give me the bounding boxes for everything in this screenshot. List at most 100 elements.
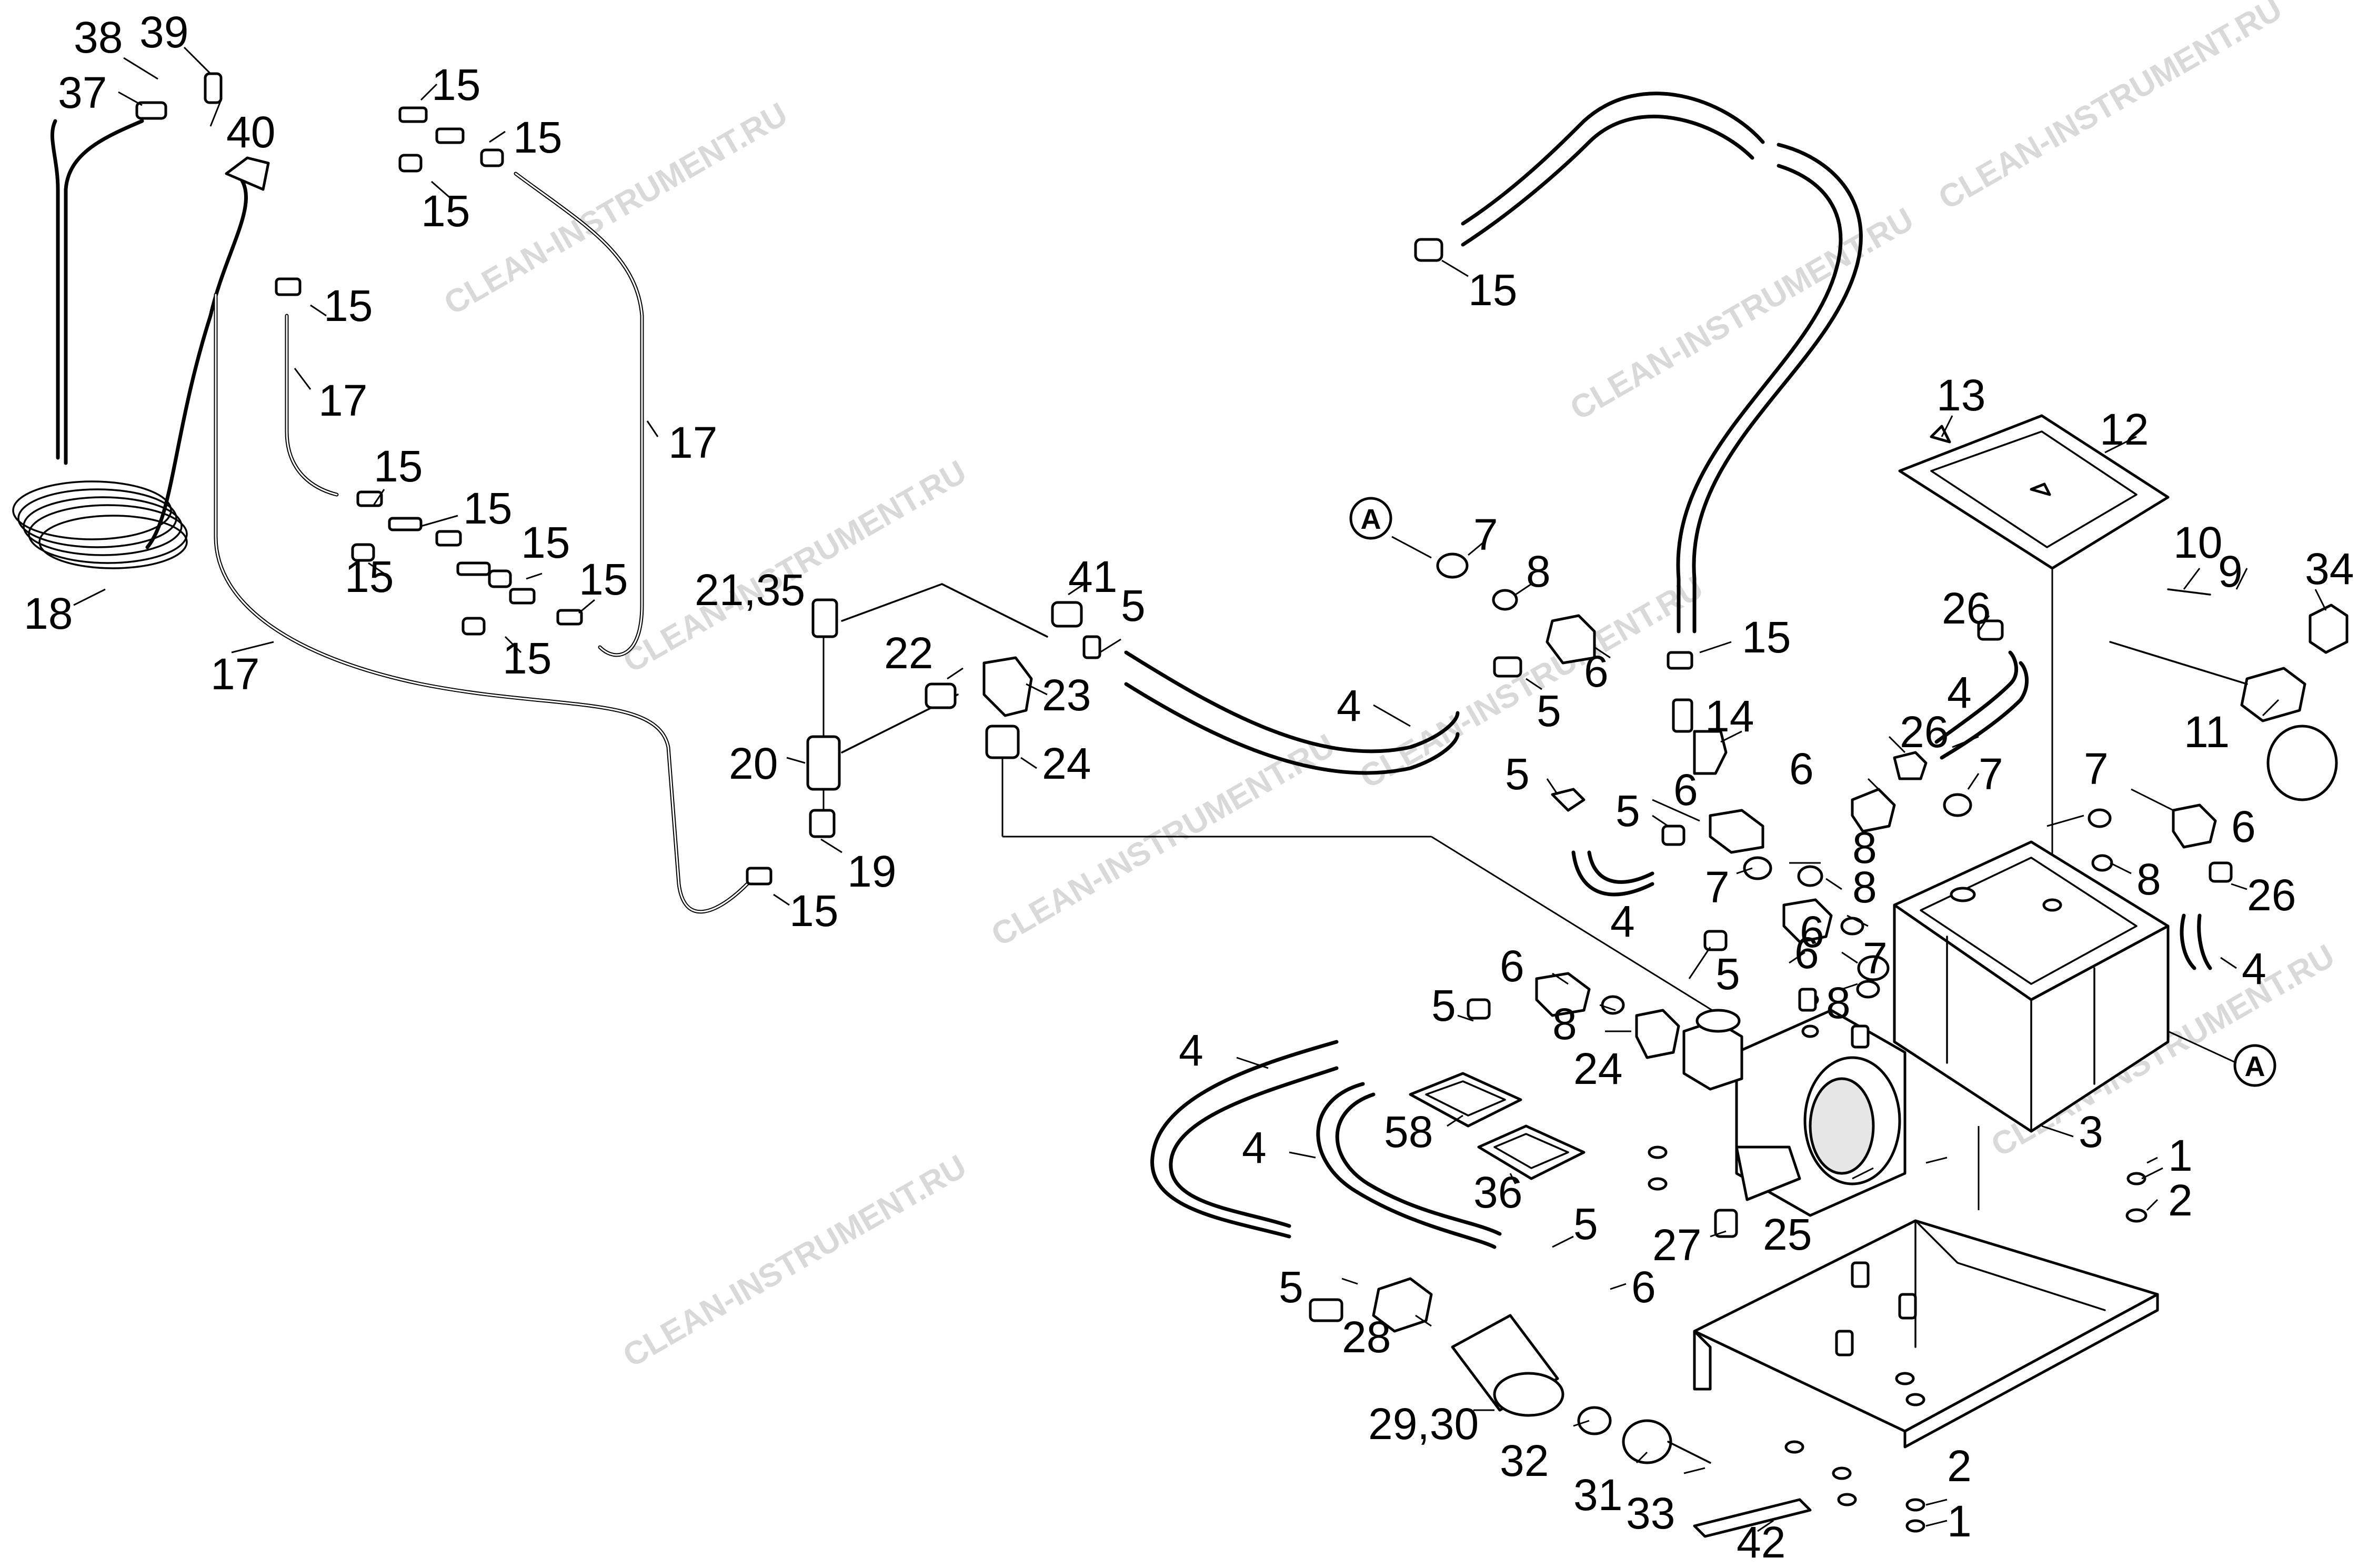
callout-17: 17 bbox=[668, 418, 717, 467]
callout-38: 38 bbox=[74, 13, 123, 62]
callout-15: 15 bbox=[432, 60, 480, 109]
marker-label: A bbox=[2245, 1051, 2265, 1082]
callout-4: 4 bbox=[1610, 897, 1635, 946]
callout-24: 24 bbox=[1573, 1044, 1622, 1093]
callout-13: 13 bbox=[1936, 370, 1985, 420]
callout-8: 8 bbox=[1826, 978, 1851, 1028]
callout-7: 7 bbox=[1863, 933, 1888, 983]
callout-15: 15 bbox=[421, 186, 470, 236]
callout-6: 6 bbox=[1800, 907, 1824, 957]
fittings-right bbox=[1467, 619, 2233, 1059]
callout-18: 18 bbox=[24, 589, 73, 638]
callout-17: 17 bbox=[318, 376, 367, 425]
callout-15: 15 bbox=[789, 886, 838, 936]
callout-4: 4 bbox=[1242, 1123, 1267, 1172]
callout-14: 14 bbox=[1705, 691, 1754, 741]
callout-32: 32 bbox=[1500, 1436, 1549, 1485]
base-plate bbox=[1693, 1126, 2159, 1449]
watermark: CLEAN-INSTRUMENT.RU bbox=[1564, 201, 1920, 427]
callout-5: 5 bbox=[1715, 949, 1740, 999]
callout-7: 7 bbox=[1979, 749, 2003, 799]
callout-15: 15 bbox=[521, 518, 570, 567]
callout-5: 5 bbox=[1505, 749, 1530, 799]
callout-5: 5 bbox=[1616, 786, 1640, 836]
callout-3: 3 bbox=[2079, 1107, 2103, 1157]
callout-15: 15 bbox=[463, 484, 512, 533]
callout-36: 36 bbox=[1473, 1168, 1522, 1217]
callout-28: 28 bbox=[1342, 1312, 1391, 1362]
tee-assembly bbox=[806, 583, 1721, 1017]
hose-4-middle bbox=[1124, 650, 1460, 753]
callout-4: 4 bbox=[2242, 944, 2266, 993]
fasteners bbox=[1648, 988, 2148, 1533]
watermark: CLEAN-INSTRUMENT.RU bbox=[438, 96, 794, 322]
hose-4-lower bbox=[1150, 1040, 1339, 1239]
callout-15: 15 bbox=[345, 552, 394, 601]
callout-2: 2 bbox=[1947, 1441, 1972, 1491]
callout-11: 11 bbox=[2184, 707, 2230, 757]
callout-17: 17 bbox=[210, 649, 259, 699]
callout-23: 23 bbox=[1042, 670, 1091, 720]
callout-5: 5 bbox=[1537, 686, 1561, 736]
callout-5: 5 bbox=[1121, 581, 1146, 630]
callout-40: 40 bbox=[226, 107, 275, 157]
callout-8: 8 bbox=[1852, 862, 1877, 912]
callout-25: 25 bbox=[1763, 1210, 1812, 1259]
tank: A bbox=[1893, 840, 2276, 1133]
callout-6: 6 bbox=[1500, 941, 1524, 991]
callout-22: 22 bbox=[884, 628, 933, 678]
callout-27: 27 bbox=[1652, 1220, 1701, 1270]
watermark: CLEAN-INSTRUMENT.RU bbox=[617, 1148, 973, 1374]
callout-39: 39 bbox=[139, 7, 188, 57]
pump-motor bbox=[1682, 1009, 1907, 1217]
callout-2: 2 bbox=[2168, 1175, 2193, 1225]
callout-15: 15 bbox=[513, 113, 562, 162]
callout-29-30: 29,30 bbox=[1368, 1399, 1479, 1449]
callout-8: 8 bbox=[1526, 547, 1551, 596]
callout-19: 19 bbox=[847, 847, 896, 896]
hose-top-loop bbox=[1461, 92, 1863, 634]
callout-20: 20 bbox=[729, 739, 778, 788]
callout-26: 26 bbox=[1942, 584, 1991, 633]
callout-33: 33 bbox=[1626, 1489, 1675, 1538]
callout-1: 1 bbox=[2168, 1131, 2193, 1180]
callout-7: 7 bbox=[1473, 510, 1498, 559]
callout-15: 15 bbox=[324, 281, 373, 330]
solenoid-valve bbox=[2109, 588, 2349, 801]
callout-6: 6 bbox=[1584, 647, 1609, 696]
marker-label: A bbox=[1361, 504, 1381, 535]
callout-8: 8 bbox=[1852, 823, 1877, 872]
callout-15: 15 bbox=[1468, 265, 1517, 315]
tank-lid bbox=[1898, 414, 2170, 926]
callout-6: 6 bbox=[1631, 1262, 1656, 1312]
callout-15: 15 bbox=[374, 441, 423, 491]
hose-17-left-inner bbox=[215, 294, 748, 913]
callout-4: 4 bbox=[1947, 668, 1972, 717]
callout-42: 42 bbox=[1737, 1517, 1785, 1567]
callout-15: 15 bbox=[1742, 612, 1791, 662]
callout-34: 34 bbox=[2305, 544, 2354, 594]
callout-8: 8 bbox=[2136, 855, 2161, 904]
callout-10: 10 bbox=[2173, 518, 2222, 567]
callout-5: 5 bbox=[1573, 1199, 1598, 1249]
watermark: CLEAN-INSTRUMENT.RU bbox=[1933, 0, 2289, 217]
leader-lines bbox=[73, 46, 2327, 1532]
callout-58: 58 bbox=[1384, 1107, 1433, 1157]
callout-1: 1 bbox=[1947, 1496, 1972, 1546]
callout-15: 15 bbox=[503, 634, 551, 683]
callout-7: 7 bbox=[2084, 744, 2109, 793]
callout-15: 15 bbox=[579, 555, 628, 604]
gaskets bbox=[1409, 1072, 1586, 1180]
callout-9: 9 bbox=[2218, 547, 2243, 596]
callout-24: 24 bbox=[1042, 739, 1091, 788]
fitting-14 bbox=[1667, 651, 1728, 775]
callout-8: 8 bbox=[1552, 999, 1577, 1049]
callout-5: 5 bbox=[1279, 1262, 1303, 1312]
callout-41: 41 bbox=[1068, 552, 1117, 601]
callout-4: 4 bbox=[1179, 1026, 1203, 1075]
callout-26: 26 bbox=[1900, 707, 1949, 757]
callout-37: 37 bbox=[58, 68, 107, 117]
callout-6: 6 bbox=[2231, 802, 2256, 851]
